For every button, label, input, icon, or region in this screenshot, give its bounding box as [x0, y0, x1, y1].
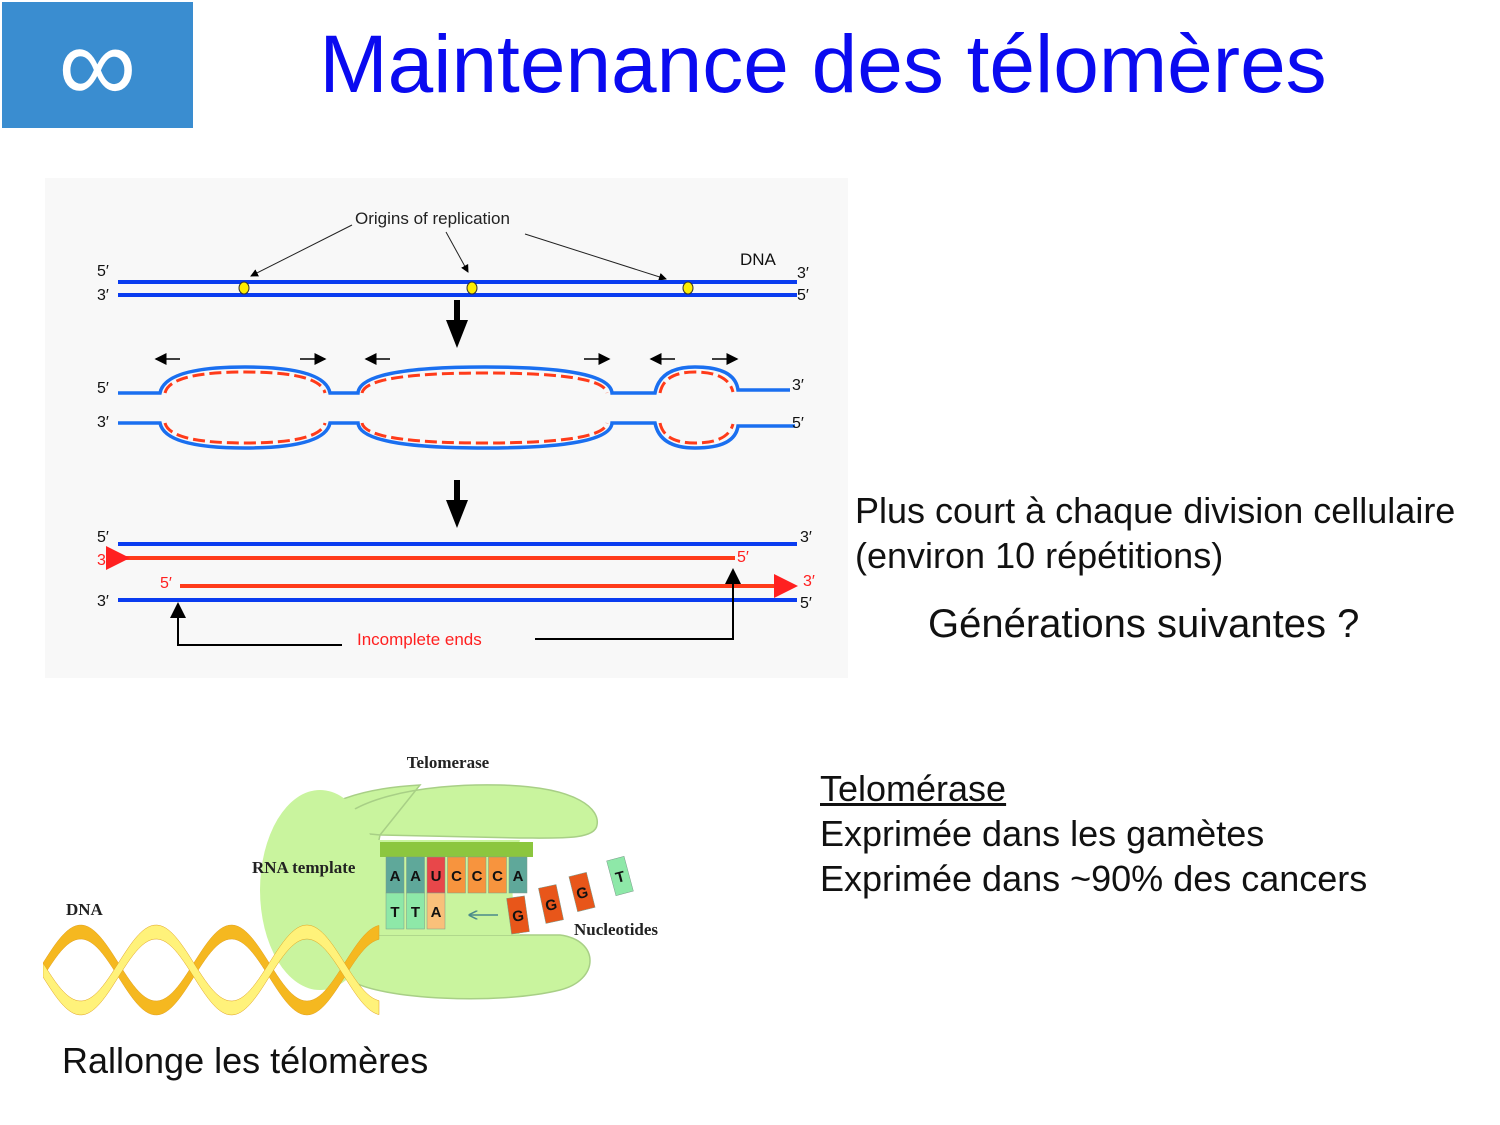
origins-label: Origins of replication: [355, 209, 510, 228]
rna-base: C: [467, 856, 487, 894]
svg-text:G: G: [544, 896, 559, 915]
rna-base: A: [508, 856, 528, 894]
shorter-line2: (environ 10 répétitions): [855, 535, 1224, 576]
dna-label: DNA: [66, 900, 104, 919]
logo: ∞: [2, 2, 193, 128]
question: Générations suivantes ?: [928, 602, 1360, 646]
svg-text:G: G: [511, 907, 525, 925]
svg-text:5′: 5′: [800, 595, 812, 612]
svg-text:5′: 5′: [792, 415, 804, 432]
svg-text:5′: 5′: [737, 549, 749, 566]
dna-helix: [43, 924, 380, 1016]
prime-label: 3′: [97, 287, 109, 304]
incoming-nucleotide: T: [606, 855, 634, 897]
svg-text:C: C: [492, 868, 503, 885]
svg-text:T: T: [614, 868, 627, 887]
incoming-nucleotide: G: [506, 895, 530, 935]
helix-strand: [43, 924, 380, 1016]
rna-base: C: [488, 856, 507, 894]
svg-text:A: A: [513, 868, 524, 885]
page-title: Maintenance des télomères: [319, 19, 1327, 110]
dna-base: T: [385, 892, 405, 930]
down-arrow-icon: [446, 300, 468, 348]
prime-label: 3′: [797, 265, 809, 282]
telomerase-heading: Telomérase: [820, 768, 1007, 809]
incomplete-ends-bracket: [170, 568, 741, 646]
rna-base: C: [447, 856, 466, 894]
dna-base: A: [426, 892, 446, 930]
incoming-nucleotide: G: [538, 884, 564, 924]
shorter-line1: Plus court à chaque division cellulaire: [855, 490, 1456, 531]
svg-text:A: A: [410, 868, 421, 885]
gametes-text: Exprimée dans les gamètes: [820, 813, 1265, 854]
rna-base: A: [385, 856, 405, 894]
incoming-nucleotide: G: [568, 872, 596, 912]
prime-label: 5′: [97, 263, 109, 280]
infinity-icon: ∞: [58, 3, 137, 126]
svg-text:C: C: [472, 868, 483, 885]
caption: Rallonge les télomères: [62, 1040, 429, 1081]
nucleotides-label: Nucleotides: [574, 920, 658, 939]
origin-pointer-arrows: [250, 224, 667, 281]
svg-text:5′: 5′: [160, 575, 172, 592]
svg-text:3′: 3′: [97, 414, 109, 431]
svg-text:3′: 3′: [97, 552, 109, 569]
svg-text:5′: 5′: [97, 529, 109, 546]
rna-base: U: [426, 856, 446, 894]
telomerase-label: Telomerase: [407, 753, 490, 772]
svg-text:T: T: [390, 904, 399, 921]
svg-text:G: G: [575, 884, 590, 903]
incomplete-ends-label: Incomplete ends: [357, 630, 482, 649]
helix-strand: [43, 924, 380, 1016]
svg-text:3′: 3′: [803, 573, 815, 590]
rna-template-label: RNA template: [252, 858, 356, 877]
prime-label: 5′: [797, 287, 809, 304]
rna-template-bar: [380, 842, 533, 857]
svg-text:3′: 3′: [800, 529, 812, 546]
dna-base: T: [406, 892, 425, 930]
cancers-text: Exprimée dans ~90% des cancers: [820, 858, 1368, 899]
svg-text:5′: 5′: [97, 380, 109, 397]
svg-text:A: A: [390, 868, 401, 885]
svg-text:U: U: [431, 868, 442, 885]
origin-markers: [238, 281, 694, 295]
svg-text:A: A: [431, 904, 442, 921]
svg-text:3′: 3′: [97, 593, 109, 610]
svg-text:3′: 3′: [792, 377, 804, 394]
dna-label: DNA: [740, 250, 777, 269]
down-arrow-icon: [446, 480, 468, 528]
svg-text:C: C: [451, 868, 462, 885]
svg-text:T: T: [411, 904, 420, 921]
rna-base: A: [406, 856, 425, 894]
replication-diagram: Origins of replication DNA 5′ 3′ 3′ 5′ 5…: [45, 178, 848, 678]
